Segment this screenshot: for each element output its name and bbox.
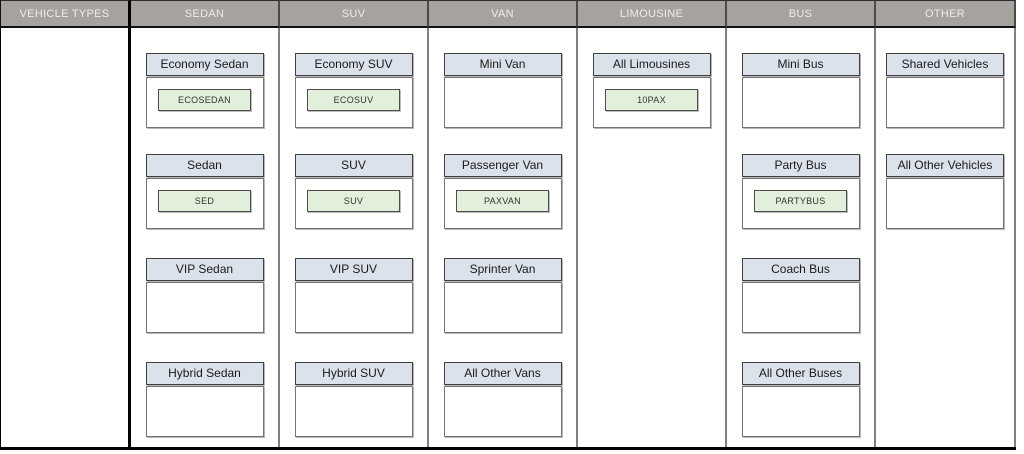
card-body bbox=[145, 386, 264, 437]
card-title: Sedan bbox=[145, 154, 264, 177]
card-body: ECOSEDAN bbox=[145, 77, 264, 128]
card-body: SUV bbox=[294, 178, 413, 229]
card-sprinter-van[interactable]: Sprinter Van bbox=[443, 258, 562, 333]
card-title: Mini Van bbox=[443, 53, 562, 76]
card-title: Economy Sedan bbox=[145, 53, 264, 76]
card-party-bus[interactable]: Party Bus PARTYBUS bbox=[741, 154, 860, 229]
badge-paxvan[interactable]: PAXVAN bbox=[456, 190, 549, 212]
card-body: ECOSUV bbox=[294, 77, 413, 128]
header-row: VEHICLE TYPES SEDAN SUV VAN LIMOUSINE BU… bbox=[0, 0, 1016, 28]
card-mini-van[interactable]: Mini Van bbox=[443, 53, 562, 128]
card-all-other-vans[interactable]: All Other Vans bbox=[443, 362, 562, 437]
column-header-suv: SUV bbox=[280, 0, 429, 28]
card-all-other-buses[interactable]: All Other Buses bbox=[741, 362, 860, 437]
column-header-vehicle-types: VEHICLE TYPES bbox=[0, 0, 131, 28]
card-title: VIP Sedan bbox=[145, 258, 264, 281]
badge-ecosuv[interactable]: ECOSUV bbox=[307, 89, 400, 111]
card-body: 10PAX bbox=[592, 77, 711, 128]
column-sedan: Economy Sedan ECOSEDAN Sedan SED VIP Sed… bbox=[131, 28, 280, 447]
card-body bbox=[294, 282, 413, 333]
card-all-limousines[interactable]: All Limousines 10PAX bbox=[592, 53, 711, 128]
card-title: Coach Bus bbox=[741, 258, 860, 281]
card-title: Passenger Van bbox=[443, 154, 562, 177]
card-vip-suv[interactable]: VIP SUV bbox=[294, 258, 413, 333]
card-title: Sprinter Van bbox=[443, 258, 562, 281]
card-vip-sedan[interactable]: VIP Sedan bbox=[145, 258, 264, 333]
column-other: Shared Vehicles All Other Vehicles bbox=[876, 28, 1016, 447]
card-body bbox=[886, 178, 1004, 229]
card-body bbox=[741, 77, 860, 128]
content-row: Economy Sedan ECOSEDAN Sedan SED VIP Sed… bbox=[0, 28, 1016, 450]
card-suv[interactable]: SUV SUV bbox=[294, 154, 413, 229]
card-title: VIP SUV bbox=[294, 258, 413, 281]
card-body bbox=[886, 77, 1004, 128]
card-passenger-van[interactable]: Passenger Van PAXVAN bbox=[443, 154, 562, 229]
card-title: All Other Vehicles bbox=[886, 154, 1004, 177]
column-vehicle-types bbox=[0, 28, 131, 447]
badge-suv[interactable]: SUV bbox=[307, 190, 400, 212]
badge-sed[interactable]: SED bbox=[158, 190, 251, 212]
card-hybrid-sedan[interactable]: Hybrid Sedan bbox=[145, 362, 264, 437]
badge-partybus[interactable]: PARTYBUS bbox=[754, 190, 847, 212]
card-sedan[interactable]: Sedan SED bbox=[145, 154, 264, 229]
badge-10pax[interactable]: 10PAX bbox=[605, 89, 698, 111]
column-header-bus: BUS bbox=[727, 0, 876, 28]
card-hybrid-suv[interactable]: Hybrid SUV bbox=[294, 362, 413, 437]
card-body bbox=[294, 386, 413, 437]
card-economy-suv[interactable]: Economy SUV ECOSUV bbox=[294, 53, 413, 128]
column-header-sedan: SEDAN bbox=[131, 0, 280, 28]
card-title: Shared Vehicles bbox=[886, 53, 1004, 76]
card-body: PARTYBUS bbox=[741, 178, 860, 229]
card-body: SED bbox=[145, 178, 264, 229]
column-suv: Economy SUV ECOSUV SUV SUV VIP SUV Hybri… bbox=[280, 28, 429, 447]
card-title: Party Bus bbox=[741, 154, 860, 177]
column-limousine: All Limousines 10PAX bbox=[578, 28, 727, 447]
card-economy-sedan[interactable]: Economy Sedan ECOSEDAN bbox=[145, 53, 264, 128]
card-all-other-vehicles[interactable]: All Other Vehicles bbox=[886, 154, 1004, 229]
card-title: Hybrid SUV bbox=[294, 362, 413, 385]
column-header-van: VAN bbox=[429, 0, 578, 28]
card-coach-bus[interactable]: Coach Bus bbox=[741, 258, 860, 333]
card-body bbox=[741, 386, 860, 437]
card-body: PAXVAN bbox=[443, 178, 562, 229]
card-title: All Other Vans bbox=[443, 362, 562, 385]
card-title: Hybrid Sedan bbox=[145, 362, 264, 385]
card-title: Mini Bus bbox=[741, 53, 860, 76]
card-body bbox=[443, 386, 562, 437]
card-title: All Other Buses bbox=[741, 362, 860, 385]
column-van: Mini Van Passenger Van PAXVAN Sprinter V… bbox=[429, 28, 578, 447]
card-body bbox=[741, 282, 860, 333]
column-bus: Mini Bus Party Bus PARTYBUS Coach Bus Al… bbox=[727, 28, 876, 447]
card-body bbox=[443, 77, 562, 128]
column-header-limousine: LIMOUSINE bbox=[578, 0, 727, 28]
card-title: All Limousines bbox=[592, 53, 711, 76]
column-header-other: OTHER bbox=[876, 0, 1016, 28]
card-title: SUV bbox=[294, 154, 413, 177]
badge-ecosedan[interactable]: ECOSEDAN bbox=[158, 89, 251, 111]
card-body bbox=[443, 282, 562, 333]
card-body bbox=[145, 282, 264, 333]
card-title: Economy SUV bbox=[294, 53, 413, 76]
card-shared-vehicles[interactable]: Shared Vehicles bbox=[886, 53, 1004, 128]
card-mini-bus[interactable]: Mini Bus bbox=[741, 53, 860, 128]
